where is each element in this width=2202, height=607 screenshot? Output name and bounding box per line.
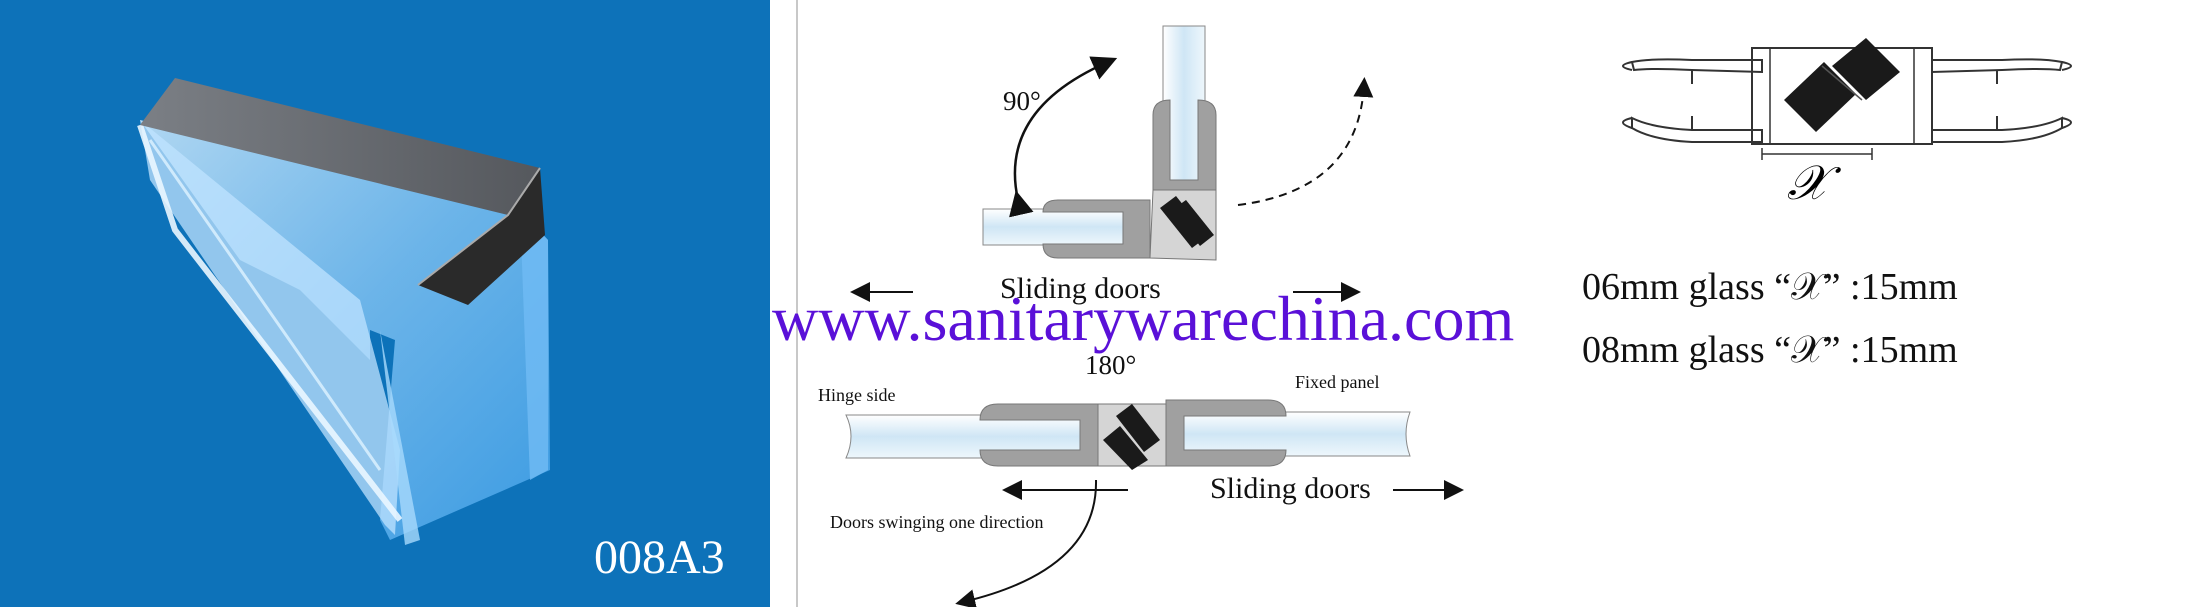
- panel-divider: [796, 0, 798, 607]
- installation-diagram-panel: 90° Sliding doors 180° Hinge side Fixed …: [798, 0, 1484, 607]
- installation-diagram: [845, 25, 1464, 607]
- swing-direction-label: Doors swinging one direction: [830, 512, 1044, 532]
- spec-line-08mm: 08mm glass “𝒳” :15mm: [1582, 329, 1958, 371]
- profile-spec-panel: 𝒳 06mm glass “𝒳” :15mm 08mm glass “𝒳” :1…: [1522, 0, 2202, 607]
- horizontal-glass-panel: [982, 208, 1124, 246]
- angle-90-label: 90°: [1003, 86, 1041, 116]
- angle-180-label: 180°: [1085, 350, 1137, 380]
- profile-cross-section: [1622, 38, 2072, 160]
- model-code-label: 008A3: [594, 531, 725, 584]
- hinge-side-label: Hinge side: [818, 385, 896, 405]
- spec-line-06mm: 06mm glass “𝒳” :15mm: [1582, 266, 1958, 308]
- magnet-top-face: [140, 78, 540, 215]
- sliding-doors-label-top: Sliding doors: [1000, 272, 1161, 305]
- sliding-doors-label-bottom: Sliding doors: [1210, 472, 1371, 505]
- seal-strip-illustration: [137, 78, 550, 545]
- fixed-panel-label: Fixed panel: [1295, 372, 1380, 392]
- dimension-symbol: 𝒳: [1787, 157, 1829, 210]
- website-watermark: www.sanitarywarechina.com: [772, 283, 1515, 354]
- product-photo-panel: 008A3: [0, 0, 770, 607]
